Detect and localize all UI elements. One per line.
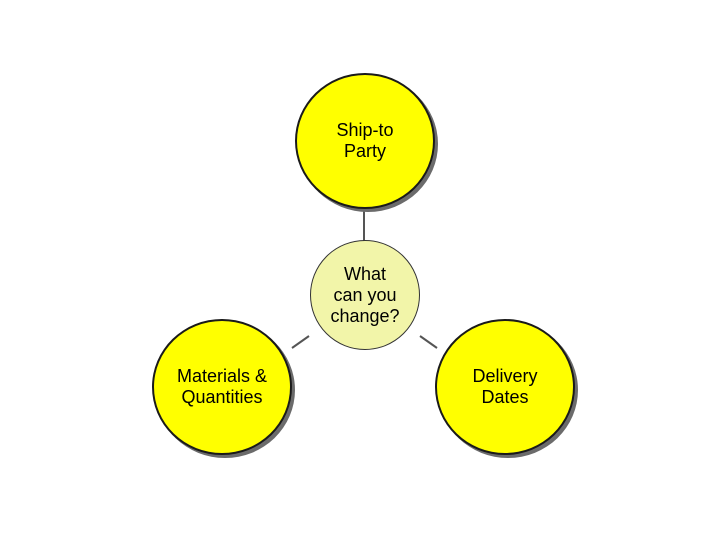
- node-delivery-dates: Delivery Dates: [435, 319, 575, 455]
- node-label-materials-quantities: Materials & Quantities: [176, 366, 268, 407]
- node-label-center: What can you change?: [330, 263, 400, 326]
- node-label-delivery-dates: Delivery Dates: [472, 366, 538, 407]
- node-label-ship-to-party: Ship-to Party: [336, 120, 394, 161]
- node-ship-to-party: Ship-to Party: [295, 73, 435, 209]
- connector-center-right: [419, 335, 438, 349]
- node-materials-quantities: Materials & Quantities: [152, 319, 292, 455]
- node-center-question: What can you change?: [310, 240, 420, 350]
- connector-center-left: [291, 335, 310, 349]
